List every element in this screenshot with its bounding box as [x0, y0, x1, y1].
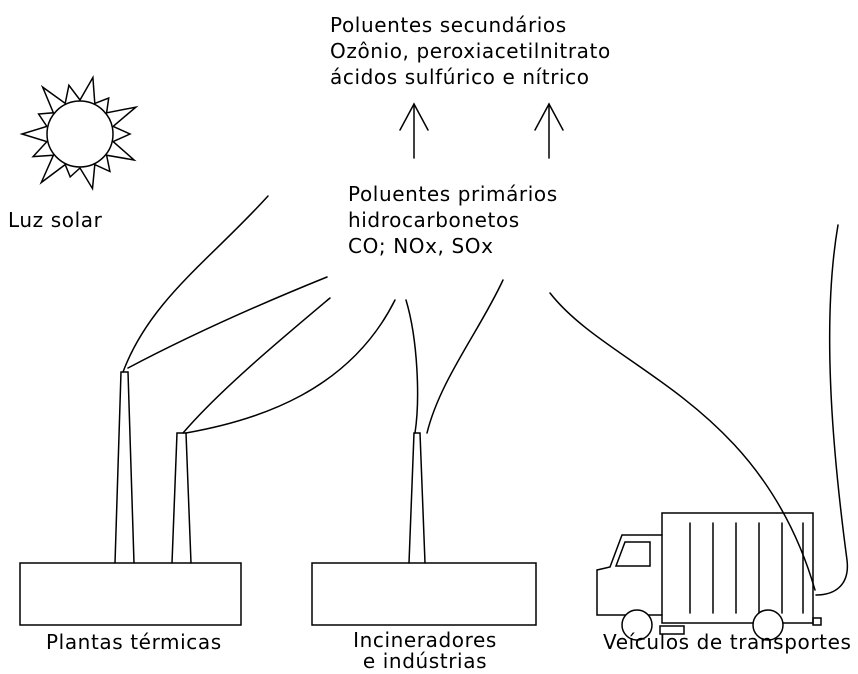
smoke-plume-1 — [122, 195, 269, 373]
factory-icon-incinerators — [311, 432, 537, 626]
chimney-2 — [171, 432, 192, 564]
smoke-plume-2 — [127, 276, 328, 369]
chimney-1 — [114, 371, 135, 564]
incinerators-label-line1: Incineradores — [353, 628, 497, 652]
arrow-up-icon-right — [534, 102, 564, 159]
smoke-plume-8 — [815, 224, 849, 596]
truck-cab — [596, 534, 663, 616]
primary-pollutants-line2: hidrocarbonetos — [348, 208, 520, 232]
smoke-plume-5 — [405, 299, 419, 434]
vehicles-label: Veículos de transportes — [603, 630, 852, 654]
smoke-plume-4 — [185, 299, 396, 434]
truck-rear-wheel — [752, 609, 784, 641]
secondary-pollutants-line2: Ozônio, peroxiacetilnitrato — [330, 39, 611, 63]
primary-pollutants-line3: CO; NOx, SOx — [348, 234, 494, 258]
smoke-plumes — [122, 195, 849, 596]
truck-window — [614, 541, 651, 567]
sun-label: Luz solar — [8, 208, 103, 232]
smoke-plume-3 — [182, 297, 331, 434]
arrow-up-icon — [399, 102, 429, 159]
primary-pollutants-title: Poluentes primários — [348, 182, 558, 206]
thermal-plants-label: Plantas térmicas — [46, 630, 222, 654]
chimney-3 — [408, 432, 426, 564]
truck-cargo-box — [661, 512, 814, 624]
smoke-plume-7 — [549, 292, 816, 591]
smoke-plume-6 — [426, 279, 504, 434]
secondary-pollutants-title: Poluentes secundários — [330, 13, 567, 37]
secondary-pollutants-line3: ácidos sulfúrico e nítrico — [330, 65, 590, 89]
factory-icon — [19, 371, 242, 626]
incinerators-label-line2: e indústrias — [362, 649, 488, 673]
truck-front-wheel — [621, 609, 653, 641]
truck-icon — [596, 512, 822, 641]
sun-icon — [19, 75, 139, 191]
